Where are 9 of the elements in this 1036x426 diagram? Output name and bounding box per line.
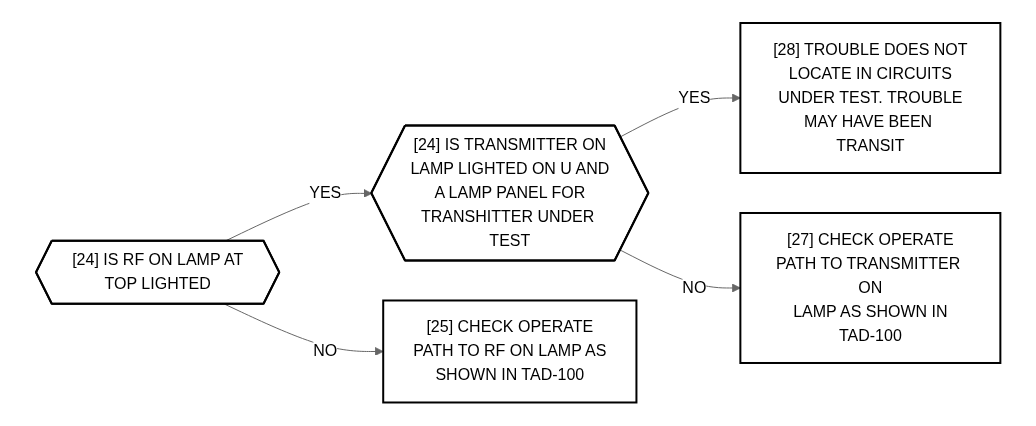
edge-label: YES — [678, 89, 711, 107]
edge-label: YES — [309, 184, 342, 202]
edge-label: NO — [313, 342, 338, 360]
node-box: [28] TROUBLE DOES NOT LOCATE IN CIRCUITS UNDER TEST. TROUBLE MAY HAVE BEEN TRANSIT — [739, 22, 1002, 175]
arrow — [224, 304, 384, 357]
node-box: [25] CHECK OPERATE PATH TO RF ON LAMP AS SHOWN IN TAD-100 — [382, 299, 638, 404]
edge-label: NO — [682, 279, 707, 297]
arrow — [619, 249, 741, 293]
node-box: [27] CHECK OPERATE PATH TO TRANSMITTER ON LAMP AS SHOWN IN TAD-100 — [739, 212, 1002, 365]
